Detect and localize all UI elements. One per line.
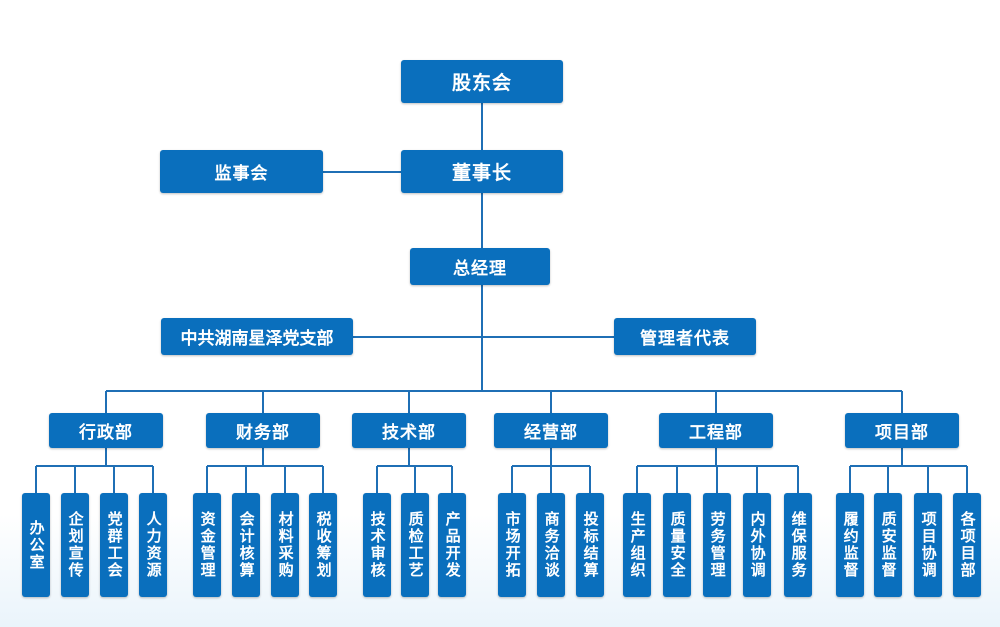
unit-box: 各项目部	[953, 493, 981, 597]
unit-box: 质安监督	[874, 493, 902, 597]
unit-label: 质检工艺	[406, 511, 425, 579]
unit-label: 税收筹划	[314, 511, 333, 579]
general-manager-box: 总经理	[410, 248, 550, 285]
department-label: 经营部	[524, 423, 578, 443]
department-label: 项目部	[875, 423, 929, 443]
unit-label: 质量安全	[668, 511, 687, 579]
department-label: 财务部	[236, 423, 290, 443]
unit-box: 商务洽谈	[537, 493, 565, 597]
department-label: 技术部	[382, 423, 436, 443]
unit-label: 资金管理	[198, 511, 217, 579]
department-label: 行政部	[79, 423, 133, 443]
unit-box: 会计核算	[232, 493, 260, 597]
unit-box: 质检工艺	[401, 493, 429, 597]
unit-box: 人力资源	[139, 493, 167, 597]
party-branch-label: 中共湖南星泽党支部	[180, 329, 334, 349]
unit-label: 市场开拓	[503, 511, 522, 579]
unit-label: 劳务管理	[708, 511, 727, 579]
unit-label: 技术审核	[368, 511, 387, 579]
unit-box: 党群工会	[100, 493, 128, 597]
department-box: 经营部	[494, 413, 608, 448]
department-box: 项目部	[845, 413, 959, 448]
supervisors-label: 监事会	[214, 164, 269, 184]
department-box: 技术部	[352, 413, 466, 448]
management-rep-label: 管理者代表	[640, 329, 730, 349]
supervisors-box: 监事会	[160, 150, 323, 193]
unit-box: 资金管理	[193, 493, 221, 597]
party-branch-box: 中共湖南星泽党支部	[161, 318, 353, 355]
unit-box: 投标结算	[576, 493, 604, 597]
unit-box: 产品开发	[438, 493, 466, 597]
unit-label: 投标结算	[581, 511, 600, 579]
unit-label: 材料采购	[276, 511, 295, 579]
unit-box: 市场开拓	[498, 493, 526, 597]
unit-label: 人力资源	[144, 511, 163, 579]
unit-box: 维保服务	[784, 493, 812, 597]
department-box: 行政部	[49, 413, 163, 448]
unit-label: 项目协调	[919, 511, 938, 579]
unit-label: 办公室	[27, 519, 46, 571]
unit-label: 履约监督	[841, 511, 860, 579]
unit-box: 税收筹划	[309, 493, 337, 597]
unit-label: 党群工会	[105, 511, 124, 579]
unit-label: 产品开发	[443, 511, 462, 579]
unit-box: 质量安全	[663, 493, 691, 597]
unit-box: 企划宣传	[61, 493, 89, 597]
department-label: 工程部	[689, 423, 743, 443]
unit-label: 商务洽谈	[542, 511, 561, 579]
general-manager-label: 总经理	[453, 259, 507, 279]
unit-label: 生产组织	[628, 511, 647, 579]
unit-box: 办公室	[22, 493, 50, 597]
unit-label: 各项目部	[958, 511, 977, 579]
unit-box: 劳务管理	[703, 493, 731, 597]
management-rep-box: 管理者代表	[614, 318, 756, 355]
department-box: 财务部	[206, 413, 320, 448]
chairman-box: 董事长	[401, 150, 563, 193]
shareholders-label: 股东会	[451, 72, 512, 94]
chairman-label: 董事长	[451, 162, 512, 184]
unit-box: 材料采购	[271, 493, 299, 597]
shareholders-box: 股东会	[401, 60, 563, 103]
unit-label: 内外协调	[748, 511, 767, 579]
unit-box: 项目协调	[914, 493, 942, 597]
unit-label: 维保服务	[789, 511, 808, 579]
unit-label: 质安监督	[879, 511, 898, 579]
unit-label: 企划宣传	[66, 511, 85, 579]
unit-label: 会计核算	[237, 511, 256, 579]
unit-box: 内外协调	[743, 493, 771, 597]
department-box: 工程部	[659, 413, 773, 448]
unit-box: 履约监督	[836, 493, 864, 597]
unit-box: 生产组织	[623, 493, 651, 597]
unit-box: 技术审核	[363, 493, 391, 597]
